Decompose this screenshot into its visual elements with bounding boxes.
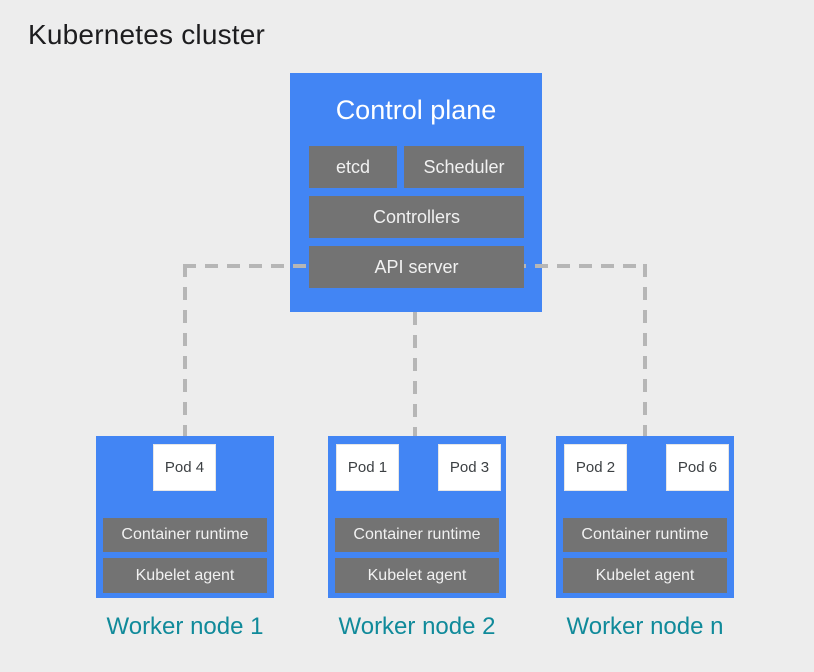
connector-left-vertical-line <box>183 264 187 436</box>
controllers-component-box: Controllers <box>309 196 524 238</box>
worker-node-1-label: Worker node 1 <box>106 613 264 640</box>
connector-right-vertical-line <box>643 264 647 436</box>
api-server-component-box: API server <box>309 246 524 288</box>
kubelet-agent-box-node-2: Kubelet agent <box>335 558 499 593</box>
scheduler-component-box: Scheduler <box>404 146 524 188</box>
diagram-title: Kubernetes cluster <box>28 19 266 50</box>
worker-node-2-box: Pod 1 Pod 3 Container runtime Kubelet ag… <box>328 436 506 598</box>
connector-middle-vertical-line <box>413 312 417 436</box>
pod-2-box: Pod 2 <box>564 444 627 491</box>
pod-1-box: Pod 1 <box>336 444 399 491</box>
control-plane-box: Control plane etcd Scheduler Controllers… <box>290 73 542 312</box>
container-runtime-box-node-1: Container runtime <box>103 518 267 552</box>
etcd-component-box: etcd <box>309 146 397 188</box>
kubelet-agent-box-node-n: Kubelet agent <box>563 558 727 593</box>
container-runtime-box-node-2: Container runtime <box>335 518 499 552</box>
worker-node-n-label: Worker node n <box>566 613 724 640</box>
pod-3-box: Pod 3 <box>438 444 501 491</box>
worker-node-1-box: Pod 4 Container runtime Kubelet agent <box>96 436 274 598</box>
pod-4-box: Pod 4 <box>153 444 216 491</box>
container-runtime-box-node-n: Container runtime <box>563 518 727 552</box>
pod-6-box: Pod 6 <box>666 444 729 491</box>
worker-node-n-box: Pod 2 Pod 6 Container runtime Kubelet ag… <box>556 436 734 598</box>
control-plane-title: Control plane <box>335 95 497 125</box>
kubelet-agent-box-node-1: Kubelet agent <box>103 558 267 593</box>
worker-node-2-label: Worker node 2 <box>338 613 496 640</box>
